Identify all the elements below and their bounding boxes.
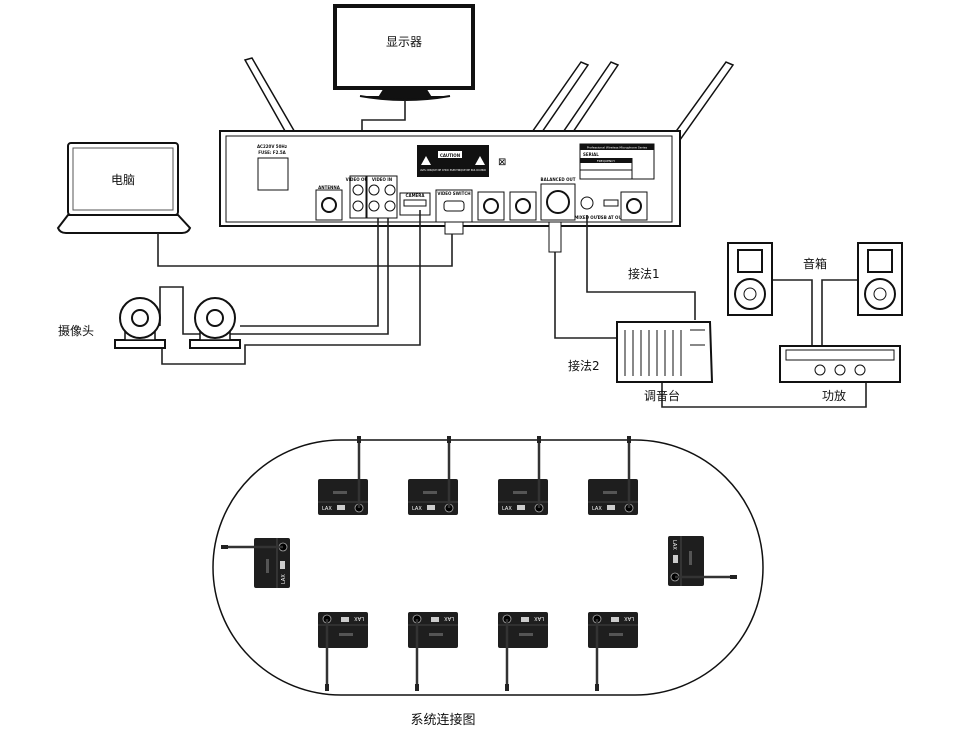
svg-text:USB AT OUT: USB AT OUT xyxy=(598,215,625,220)
svg-text:AVIS: RISQUE DE CHOC ELECTRIQU: AVIS: RISQUE DE CHOC ELECTRIQUE NE PAS O… xyxy=(420,168,486,172)
monitor: 显示器 xyxy=(333,4,475,101)
svg-text:VIDEO SWITCH: VIDEO SWITCH xyxy=(437,191,470,196)
mic-brand-logo: LAX xyxy=(624,615,634,621)
mic-brand-logo: LAX xyxy=(412,506,422,512)
mic-brand-logo: LAX xyxy=(354,615,364,621)
amplifier: 功放 xyxy=(779,345,901,403)
mic-brand-logo: LAX xyxy=(671,540,677,550)
svg-text:ANTENNA: ANTENNA xyxy=(318,185,341,190)
amplifier-label: 功放 xyxy=(822,388,846,403)
mixer: 调音台 xyxy=(616,321,714,403)
camera-label: 摄像头 xyxy=(58,323,94,338)
svg-text:FUSE: F2.5A: FUSE: F2.5A xyxy=(258,150,286,155)
microphone-unit: LAX xyxy=(498,436,548,515)
diagram-caption: 系统连接图 xyxy=(410,712,475,728)
method1-label: 接法1 xyxy=(628,266,660,281)
microphone-unit: LAX xyxy=(588,612,638,691)
microphone-unit: LAX xyxy=(408,436,458,515)
svg-text:AC220V 50Hz: AC220V 50Hz xyxy=(257,144,288,149)
svg-text:CAMERA: CAMERA xyxy=(406,193,426,198)
microphone-unit: LAX xyxy=(318,612,368,691)
svg-text:Professional Wireless Micropho: Professional Wireless Microphone Series xyxy=(587,146,648,150)
svg-text:VIDEO OUT: VIDEO OUT xyxy=(346,177,371,182)
microphone-unit: LAX xyxy=(221,538,290,588)
mic-brand-logo: LAX xyxy=(592,506,602,512)
svg-text:CAUTION: CAUTION xyxy=(440,153,460,158)
monitor-label: 显示器 xyxy=(386,35,422,49)
cameras: 摄像头 xyxy=(58,297,241,349)
mic-brand-logo: LAX xyxy=(444,615,454,621)
method2-label: 接法2 xyxy=(568,358,600,373)
computer-label: 电脑 xyxy=(111,173,135,187)
microphone-unit: LAX xyxy=(408,612,458,691)
microphone-unit: LAX xyxy=(588,436,638,515)
microphone-units: LAX LAX LAX LAX LAX LAX LAX LAX LAX LAX xyxy=(221,436,737,691)
mixer-label: 调音台 xyxy=(644,388,680,403)
speakers: 音箱 xyxy=(727,242,903,316)
microphone-unit: LAX xyxy=(668,536,737,586)
mic-brand-logo: LAX xyxy=(534,615,544,621)
microphone-unit: LAX xyxy=(498,612,548,691)
mic-brand-logo: LAX xyxy=(322,506,332,512)
microphone-unit: LAX xyxy=(318,436,368,515)
speaker-label: 音箱 xyxy=(803,256,827,271)
svg-text:FREQUENCY: FREQUENCY xyxy=(597,159,615,163)
laptop: 电脑 xyxy=(56,142,192,234)
mic-brand-logo: LAX xyxy=(281,574,287,584)
svg-text:BALANCED OUT: BALANCED OUT xyxy=(541,177,576,182)
mic-brand-logo: LAX xyxy=(502,506,512,512)
svg-text:SERIAL: SERIAL xyxy=(583,152,599,157)
weee-icon: ⊠ xyxy=(498,157,506,168)
receiver-unit: AC220V 50Hz FUSE: F2.5A ANTENNA VIDEO OU… xyxy=(219,130,681,235)
svg-text:VIDEO IN: VIDEO IN xyxy=(372,177,392,182)
